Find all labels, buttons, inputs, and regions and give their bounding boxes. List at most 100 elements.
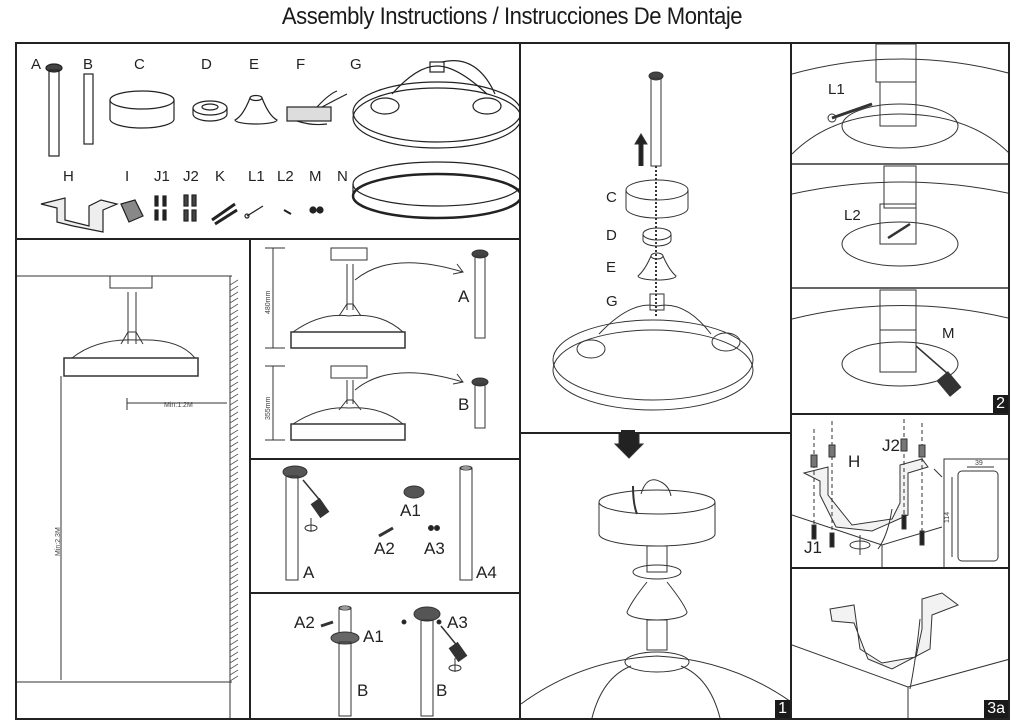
label-a3: A3 — [447, 613, 468, 632]
part-label-k: K — [215, 168, 226, 185]
hatch-line — [229, 453, 239, 460]
hatch-line — [229, 579, 239, 586]
step2-subpanel-1 — [792, 44, 1008, 165]
ring-drawing — [192, 100, 228, 122]
hatch-line — [229, 627, 239, 634]
step1-assembled-drawing — [521, 434, 790, 718]
motor-body-drawing — [352, 60, 519, 149]
part-label-h: H — [63, 168, 74, 185]
step3-bracket-drawing — [792, 419, 1008, 567]
part-label-l2: L2 — [277, 168, 294, 185]
hatch-line — [229, 411, 239, 418]
label-e: E — [606, 259, 617, 276]
parts-list-panel: A B C D E F G H I J1 J2 K L1 L2 M N — [15, 42, 521, 240]
inset-width-dimension: 39 — [975, 460, 983, 467]
label-m: M — [942, 325, 955, 342]
downrod-choice-drawing — [265, 247, 489, 441]
hatch-line — [229, 429, 239, 436]
height-short-label: 355mm — [265, 396, 272, 420]
label-g: G — [606, 293, 618, 310]
label-h: H — [848, 452, 861, 471]
label-a1: A1 — [363, 627, 384, 646]
hatch-line — [229, 381, 239, 388]
hatch-line — [229, 447, 239, 454]
downrod-choice-panel: 480mm 355mm A B — [249, 238, 521, 460]
hatch-line — [229, 549, 239, 556]
step2-subpanel-2 — [792, 165, 1008, 289]
hatch-line — [229, 333, 239, 340]
part-label-e: E — [249, 56, 260, 73]
hatch-line — [229, 633, 239, 640]
wire-connectors-drawing — [211, 202, 238, 226]
downrod-assembly-drawing — [320, 605, 468, 717]
label-b-right: B — [436, 681, 448, 700]
cotter-pin-drawing — [283, 209, 292, 215]
step-number-badge: 1 — [775, 700, 790, 718]
label-l1: L1 — [828, 81, 845, 98]
hatch-line — [229, 525, 239, 532]
hatch-line — [229, 459, 239, 466]
label-a4: A4 — [476, 563, 497, 582]
step2-panel: L1 L2 M 2 — [790, 42, 1010, 415]
hatch-line — [229, 669, 239, 676]
hatch-line — [229, 615, 239, 622]
hatch-line — [229, 561, 239, 568]
label-a2: A2 — [294, 613, 315, 632]
hatch-line — [229, 555, 239, 562]
set-screws-drawing — [309, 206, 324, 214]
hatch-line — [229, 639, 239, 646]
inset-height-dimension: 114 — [944, 511, 951, 523]
hatch-line — [229, 465, 239, 472]
hatch-line — [229, 657, 239, 664]
label-a2: A2 — [374, 539, 395, 558]
hatch-line — [229, 675, 239, 682]
hatch-line — [229, 531, 239, 538]
label-c: C — [606, 189, 617, 206]
part-label-j1: J1 — [154, 168, 170, 185]
step1-exploded-drawing — [552, 71, 754, 432]
step-number-badge: 3a — [984, 700, 1008, 718]
hatch-line — [229, 417, 239, 424]
hatch-line — [229, 477, 239, 484]
step1-assembled-panel: 1 — [519, 432, 792, 720]
hatch-line — [229, 573, 239, 580]
step3-bracket-panel: H J2 J1 39 114 — [790, 413, 1010, 569]
hatch-line — [229, 513, 239, 520]
hatch-line — [229, 393, 239, 400]
hatch-line — [229, 483, 239, 490]
step-number-badge: 2 — [993, 395, 1008, 413]
hatch-line — [229, 399, 239, 406]
hatch-line — [229, 537, 239, 544]
wood-screws-drawing — [154, 195, 167, 221]
hatch-line — [229, 339, 239, 346]
hatch-line — [229, 351, 239, 358]
wall-anchors-drawing — [183, 194, 197, 222]
part-label-b: B — [83, 56, 94, 73]
part-label-d: D — [201, 56, 212, 73]
downrod-b-drawing — [83, 73, 94, 145]
parts-illustrations — [40, 60, 519, 233]
downrod-assembly-panel: A2 A1 B A3 B — [249, 592, 521, 720]
step1-exploded-panel: C D E G — [519, 42, 792, 434]
label-d: D — [606, 227, 617, 244]
step2-subpanel-3 — [792, 289, 1008, 397]
hatch-line — [229, 303, 239, 310]
hatch-line — [229, 297, 239, 304]
downrod-a-drawing — [45, 63, 63, 157]
hatch-line — [229, 387, 239, 394]
clearance-diagram-panel: Min:1.2M Min:2.3M — [15, 238, 252, 720]
hatch-line — [229, 645, 239, 652]
hatch-line — [229, 567, 239, 574]
hatch-line — [229, 489, 239, 496]
rod-long-label: A — [458, 287, 470, 306]
document-title: Assembly Instructions / Instrucciones De… — [281, 3, 743, 30]
hatch-line — [229, 597, 239, 604]
hatch-line — [229, 507, 239, 514]
label-a3: A3 — [424, 539, 445, 558]
hatch-line — [229, 315, 239, 322]
height-long-label: 480mm — [265, 290, 272, 314]
label-a: A — [303, 563, 315, 582]
hatch-line — [229, 471, 239, 478]
part-label-i: I — [125, 168, 130, 185]
receiver-drawing — [286, 90, 348, 126]
